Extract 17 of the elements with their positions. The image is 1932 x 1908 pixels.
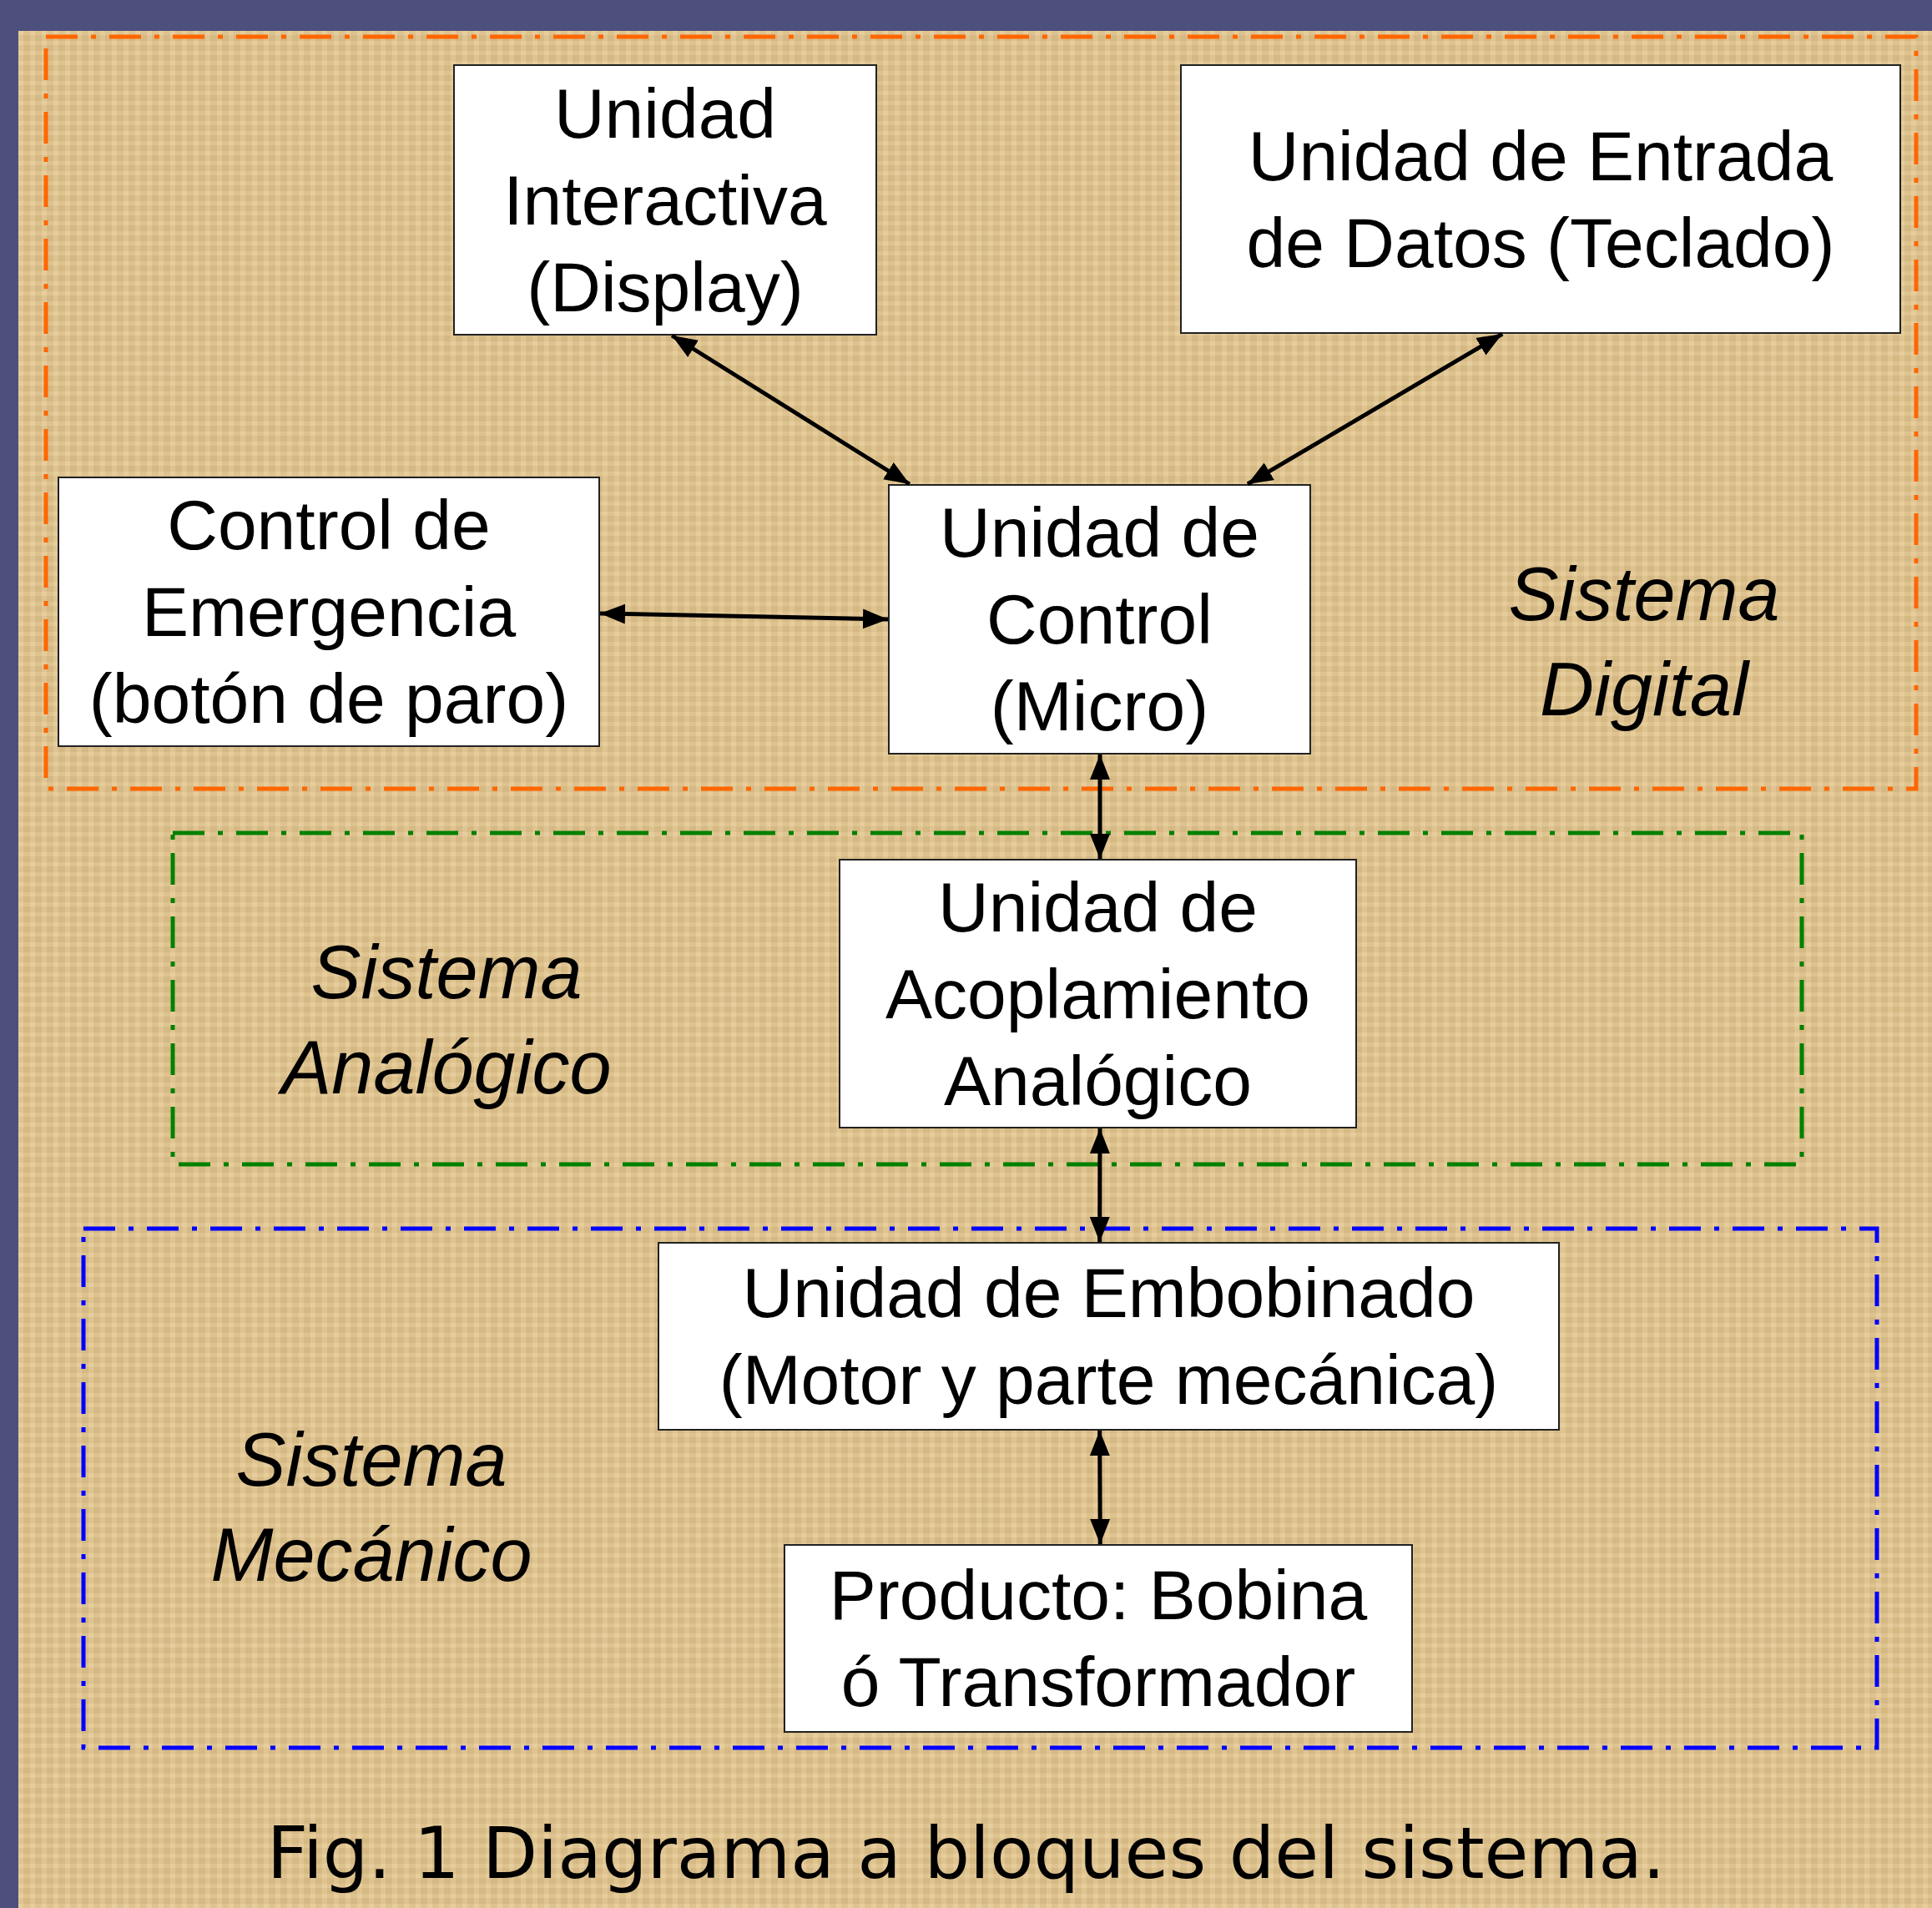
system-label: Sistema Mecánico — [209, 1417, 533, 1598]
double-arrow — [1089, 1128, 1110, 1242]
block-box: Unidad de Entrada de Datos (Teclado) — [1180, 64, 1901, 334]
double-arrow — [670, 333, 911, 487]
block-box: Unidad Interactiva (Display) — [453, 64, 877, 336]
block-box: Unidad de Embobinado (Motor y parte mecánica) — [658, 1242, 1560, 1431]
double-arrow — [1090, 755, 1110, 859]
system-label: Sistema Analógico — [250, 925, 643, 1115]
double-arrow — [599, 603, 889, 629]
double-arrow — [1089, 1431, 1111, 1544]
block-box: Control de Emergencia (botón de paro) — [58, 477, 600, 747]
block-box: Producto: Bobina ó Transformador — [784, 1544, 1413, 1733]
block-box: Unidad de Acoplamiento Analógico — [839, 859, 1357, 1128]
figure-caption: Fig. 1 Diagrama a bloques del sistema. — [266, 1811, 1666, 1895]
system-label: Sistema Digital — [1507, 552, 1781, 733]
block-box: Unidad de Control (Micro) — [888, 484, 1311, 755]
double-arrow — [1246, 331, 1504, 487]
